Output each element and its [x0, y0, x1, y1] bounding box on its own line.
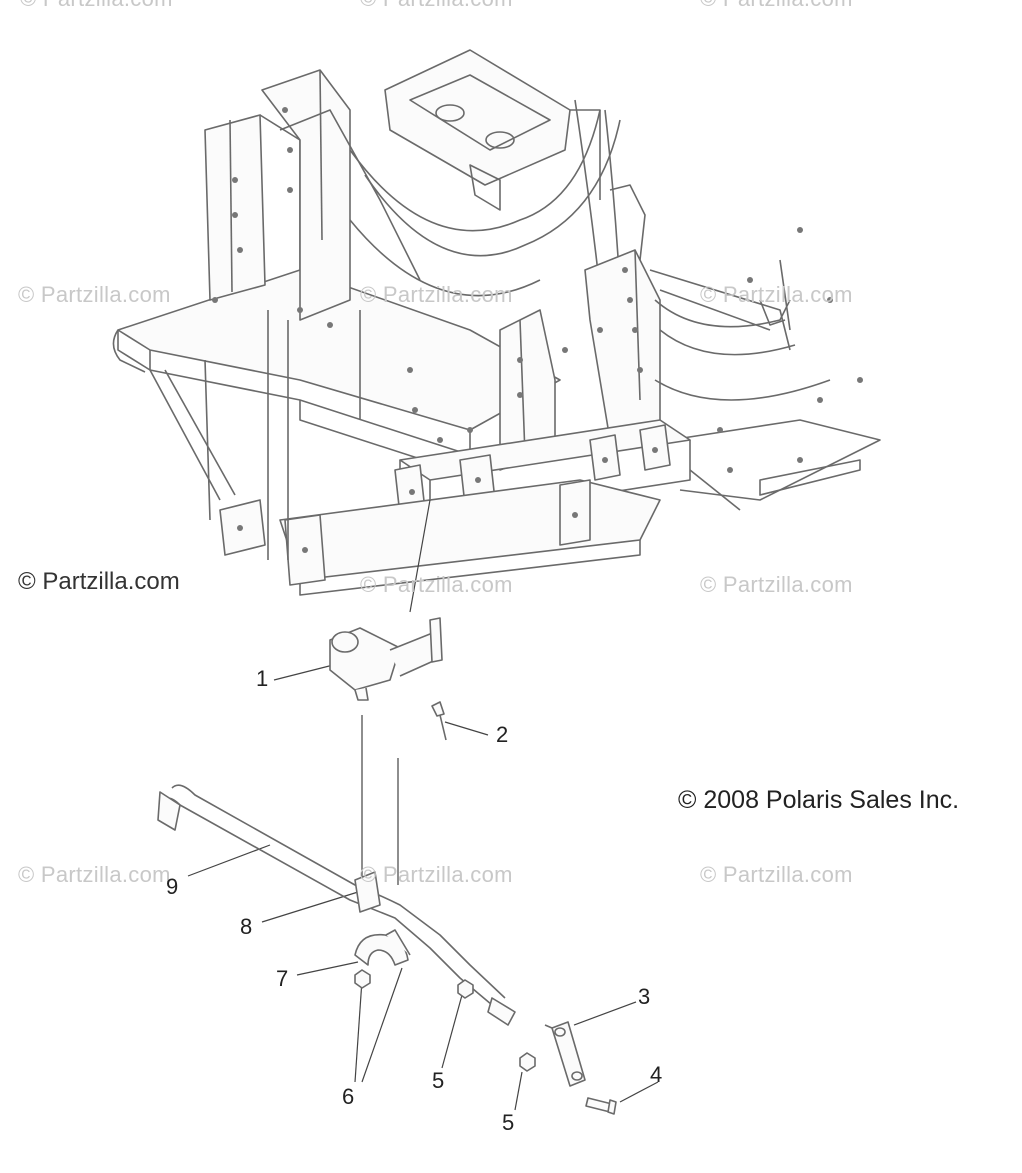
watermark-text: © Partzilla.com: [700, 572, 853, 597]
callout-6: 6: [342, 1084, 355, 1109]
part-2-rivet: [431, 701, 447, 741]
part-1-bracket: [329, 617, 443, 701]
callout-9: 9: [166, 874, 179, 899]
callout-3: 3: [638, 984, 651, 1009]
watermark-text: © Partzilla.com: [700, 862, 853, 887]
frame-assembly: [112, 49, 881, 596]
watermark-text: © Partzilla.com: [700, 0, 853, 12]
copyright-text: © 2008 Polaris Sales Inc.: [678, 786, 960, 814]
watermark-text: © Partzilla.com: [360, 0, 513, 12]
part-6-nuts: [354, 969, 371, 989]
callout-5: 5: [502, 1110, 515, 1135]
callout-8: 8: [240, 914, 253, 939]
callout-1: 1: [256, 666, 269, 691]
callout-2: 2: [496, 722, 509, 747]
main-watermark: © Partzilla.com: [18, 568, 180, 595]
watermark-text: © Partzilla.com: [360, 862, 513, 887]
callout-4: 4: [650, 1062, 663, 1087]
callout-7: 7: [276, 966, 289, 991]
watermark-text: © Partzilla.com: [360, 572, 513, 597]
watermark-text: © Partzilla.com: [18, 862, 171, 887]
callout-5: 5: [432, 1068, 445, 1093]
part-5-nuts: [457, 979, 536, 1072]
watermark-text: © Partzilla.com: [360, 282, 513, 307]
watermark-text: © Partzilla.com: [18, 282, 171, 307]
watermark-text: © Partzilla.com: [20, 0, 173, 12]
part-8-bushing: [354, 871, 381, 913]
watermark-text: © Partzilla.com: [700, 282, 853, 307]
part-4-bolt: [585, 1097, 617, 1115]
part-3-link: [544, 1021, 586, 1087]
part-7-clamp: [354, 929, 411, 966]
leader-lines: [187, 499, 659, 1111]
